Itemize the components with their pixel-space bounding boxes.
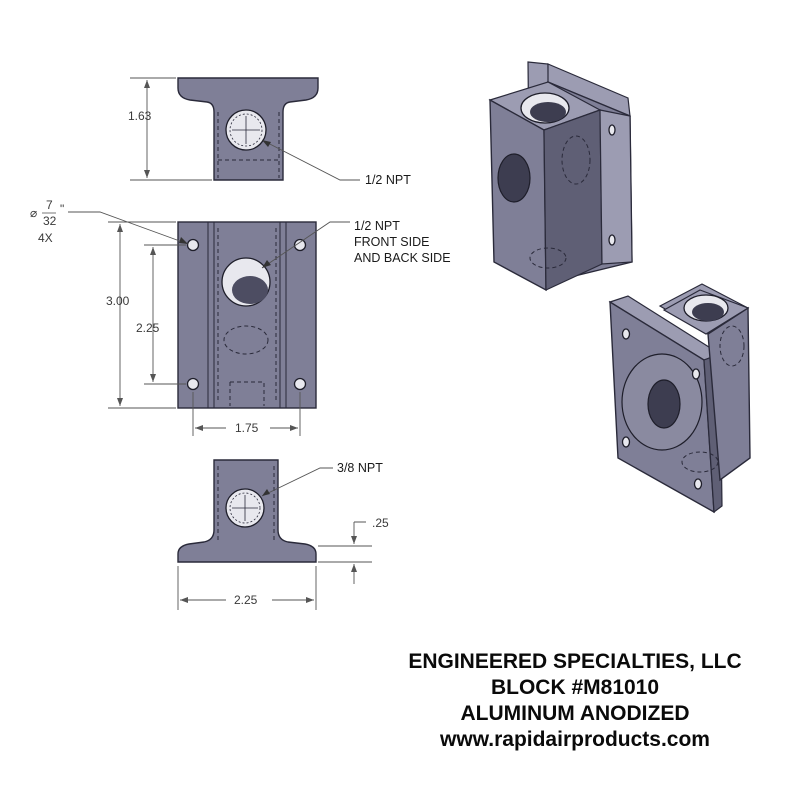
hole-qty: 4X (38, 231, 53, 245)
title-website: www.rapidairproducts.com (439, 728, 710, 751)
isometric-view-lower (608, 283, 751, 514)
top-view: 1.63 1/2 NPT (128, 77, 411, 187)
bottom-npt-callout: 3/8 NPT (337, 461, 383, 475)
bottom-flange-dim: .25 (372, 516, 389, 530)
hole-dia-den: 32 (43, 214, 57, 228)
front-height-dim: 3.00 (106, 294, 130, 308)
title-part-number: BLOCK #M81010 (491, 676, 659, 699)
front-callout-line2: FRONT SIDE (354, 235, 429, 249)
mount-hole-tl (186, 238, 200, 252)
mount-hole-bl (186, 377, 200, 391)
mount-hole-tr (293, 238, 307, 252)
top-npt-callout: 1/2 NPT (365, 173, 411, 187)
front-hole-spacing-vert: 2.25 (136, 321, 160, 335)
bottom-view: 3/8 NPT .25 2.25 (177, 459, 389, 610)
bottom-width-dim: 2.25 (234, 593, 258, 607)
hole-dia-num: 7 (46, 198, 53, 212)
hole-dia-symbol: ⌀ (30, 206, 37, 220)
title-block: ENGINEERED SPECIALTIES, LLC BLOCK #M8101… (408, 650, 741, 751)
front-callout-line1: 1/2 NPT (354, 219, 400, 233)
front-view: ⌀ 7 32 " 4X 3.00 2.25 1.75 1/2 NPT FRONT… (30, 198, 451, 436)
hole-dia-unit: " (60, 202, 64, 216)
top-height-dim: 1.63 (128, 109, 152, 123)
front-hole-spacing-horiz: 1.75 (235, 421, 259, 435)
mount-hole-br (293, 377, 307, 391)
front-view-body (177, 221, 317, 409)
title-company: ENGINEERED SPECIALTIES, LLC (408, 650, 741, 673)
front-callout-line3: AND BACK SIDE (354, 251, 451, 265)
title-material: ALUMINUM ANODIZED (460, 702, 689, 725)
isometric-view-upper (488, 61, 633, 292)
